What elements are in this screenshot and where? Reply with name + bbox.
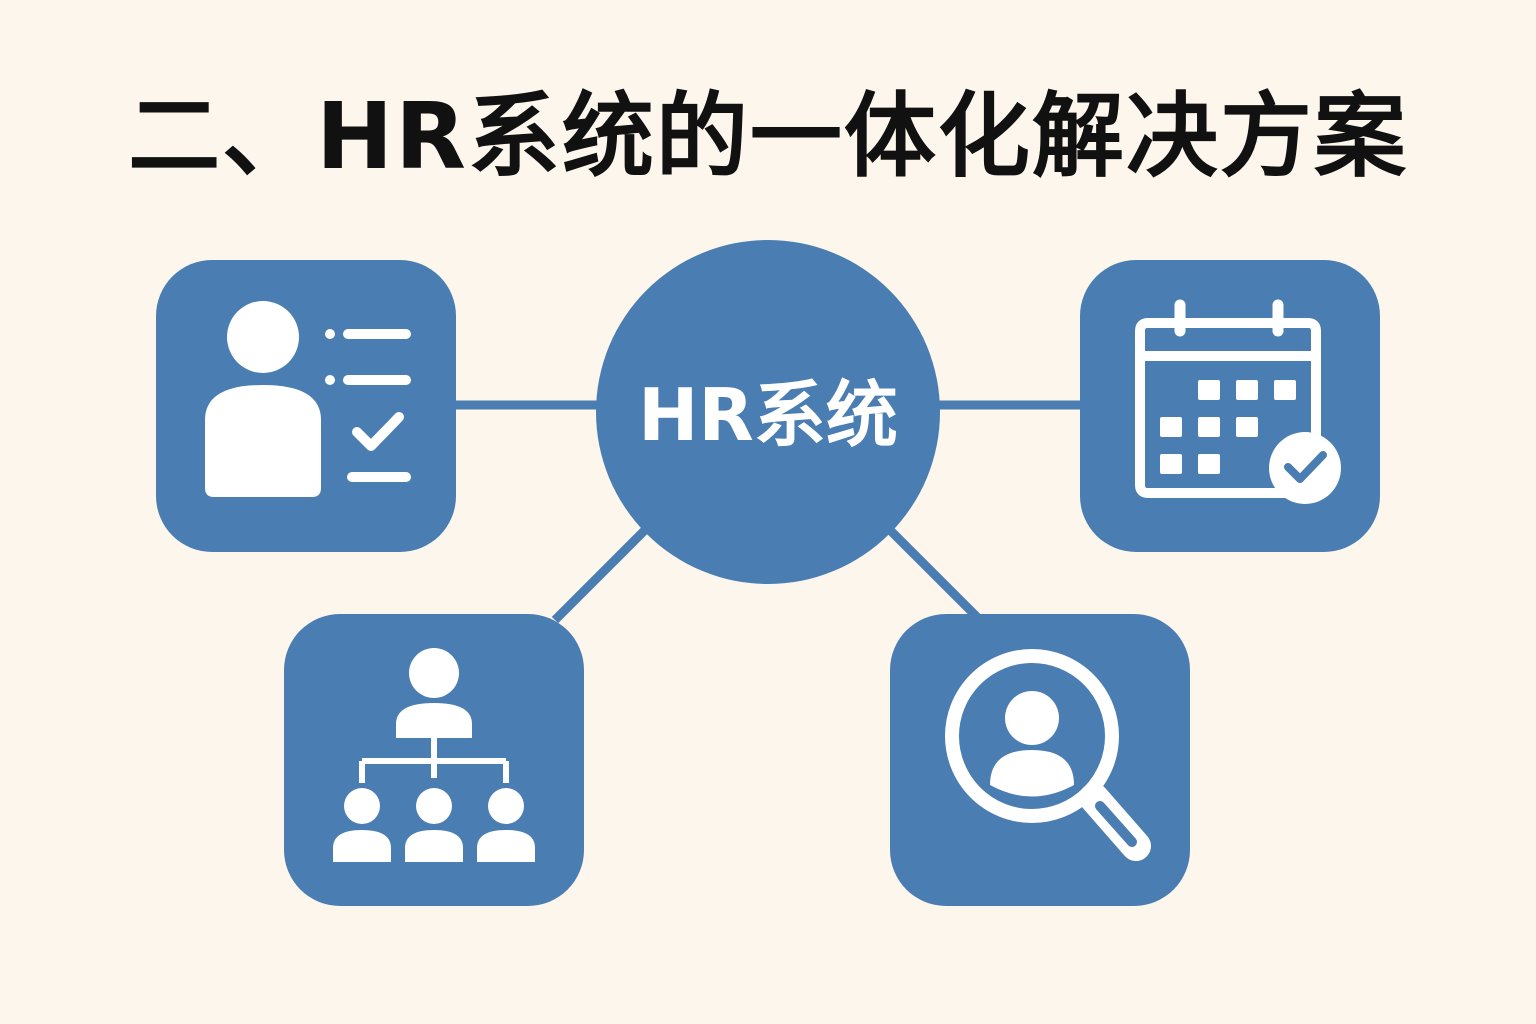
calendar-check-icon [1135,299,1341,504]
employee-profile-icon [205,301,411,497]
module-org-chart [284,614,584,906]
connector-bottom-left [551,526,649,624]
hr-system-hub: HR系统 [596,240,940,584]
page-title: 二、HR系统的一体化解决方案 [128,83,1408,190]
module-talent-search [890,614,1190,906]
connectors [450,400,1085,624]
module-calendar [1080,260,1380,552]
org-chart-icon [333,648,535,862]
connector-bottom-right [886,526,984,624]
hub-label: HR系统 [638,373,898,457]
module-employee-profile [156,260,456,552]
talent-search-icon [945,649,1151,861]
